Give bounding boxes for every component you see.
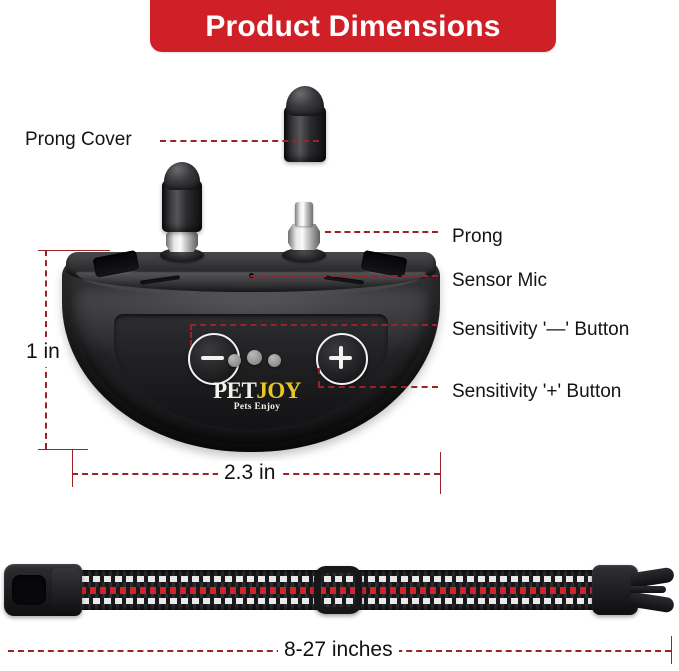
width-tick-right bbox=[440, 452, 441, 494]
sensitivity-plus-button[interactable] bbox=[316, 333, 368, 385]
prong-cover-dome-left bbox=[164, 162, 200, 190]
collar-buckle-female[interactable] bbox=[4, 564, 82, 616]
title-banner: Product Dimensions bbox=[150, 0, 556, 52]
prong-cover-removed-dome bbox=[286, 86, 324, 116]
collar-reflective-stripe-bottom bbox=[60, 598, 618, 604]
width-tick-left bbox=[72, 449, 73, 487]
collar-reflective-stripe-top bbox=[60, 576, 618, 582]
collar-receiver-illustration: PETJOY Pets Enjoy bbox=[62, 86, 440, 454]
label-sensitivity-plus: Sensitivity '+' Button bbox=[452, 381, 622, 402]
leader-line-plus-horizontal bbox=[318, 386, 438, 388]
label-prong: Prong bbox=[452, 226, 503, 247]
collar-length-adjuster-slider[interactable] bbox=[314, 566, 362, 614]
collar-strap-illustration bbox=[0, 556, 679, 622]
leader-line-prong bbox=[325, 231, 438, 233]
collar-length-label: 8-27 inches bbox=[278, 638, 399, 662]
height-tick-top bbox=[38, 250, 110, 251]
brand-tagline: Pets Enjoy bbox=[233, 402, 281, 412]
page-title: Product Dimensions bbox=[205, 10, 501, 43]
led-indicator-2 bbox=[247, 350, 262, 365]
led-indicator-1 bbox=[228, 354, 241, 367]
collar-tick-right bbox=[671, 636, 672, 664]
leader-line-prong-cover bbox=[160, 140, 319, 142]
prong-hex-nut-right bbox=[288, 224, 320, 250]
leader-line-plus-vertical bbox=[318, 368, 320, 387]
plus-glyph-vertical-icon bbox=[339, 346, 343, 369]
width-dimension-label: 2.3 in bbox=[218, 461, 282, 485]
leader-line-minus-vertical bbox=[190, 324, 192, 346]
brand-logo-joy: JOY bbox=[256, 378, 301, 403]
label-sensitivity-minus: Sensitivity '—' Button bbox=[452, 319, 630, 340]
prong-contact-point-right bbox=[295, 202, 313, 226]
prong-hex-nut-left bbox=[166, 228, 198, 252]
led-indicator-3 bbox=[268, 354, 281, 367]
label-sensor-mic: Sensor Mic bbox=[452, 270, 548, 291]
brand-logo-wordmark: PETJOY bbox=[207, 379, 307, 402]
brand-logo: PETJOY Pets Enjoy bbox=[207, 379, 307, 413]
leader-line-minus-horizontal bbox=[190, 324, 438, 326]
collar-center-red-stripe bbox=[60, 587, 618, 594]
height-dimension-label: 1 in bbox=[24, 337, 62, 367]
height-tick-bottom bbox=[38, 449, 88, 450]
prong-base-right bbox=[282, 248, 326, 262]
leader-line-sensor-mic bbox=[250, 275, 438, 277]
label-prong-cover: Prong Cover bbox=[25, 129, 132, 150]
brand-logo-pet: PET bbox=[213, 378, 257, 403]
collar-buckle-tongue-center bbox=[630, 586, 666, 593]
minus-glyph-icon bbox=[201, 356, 224, 360]
